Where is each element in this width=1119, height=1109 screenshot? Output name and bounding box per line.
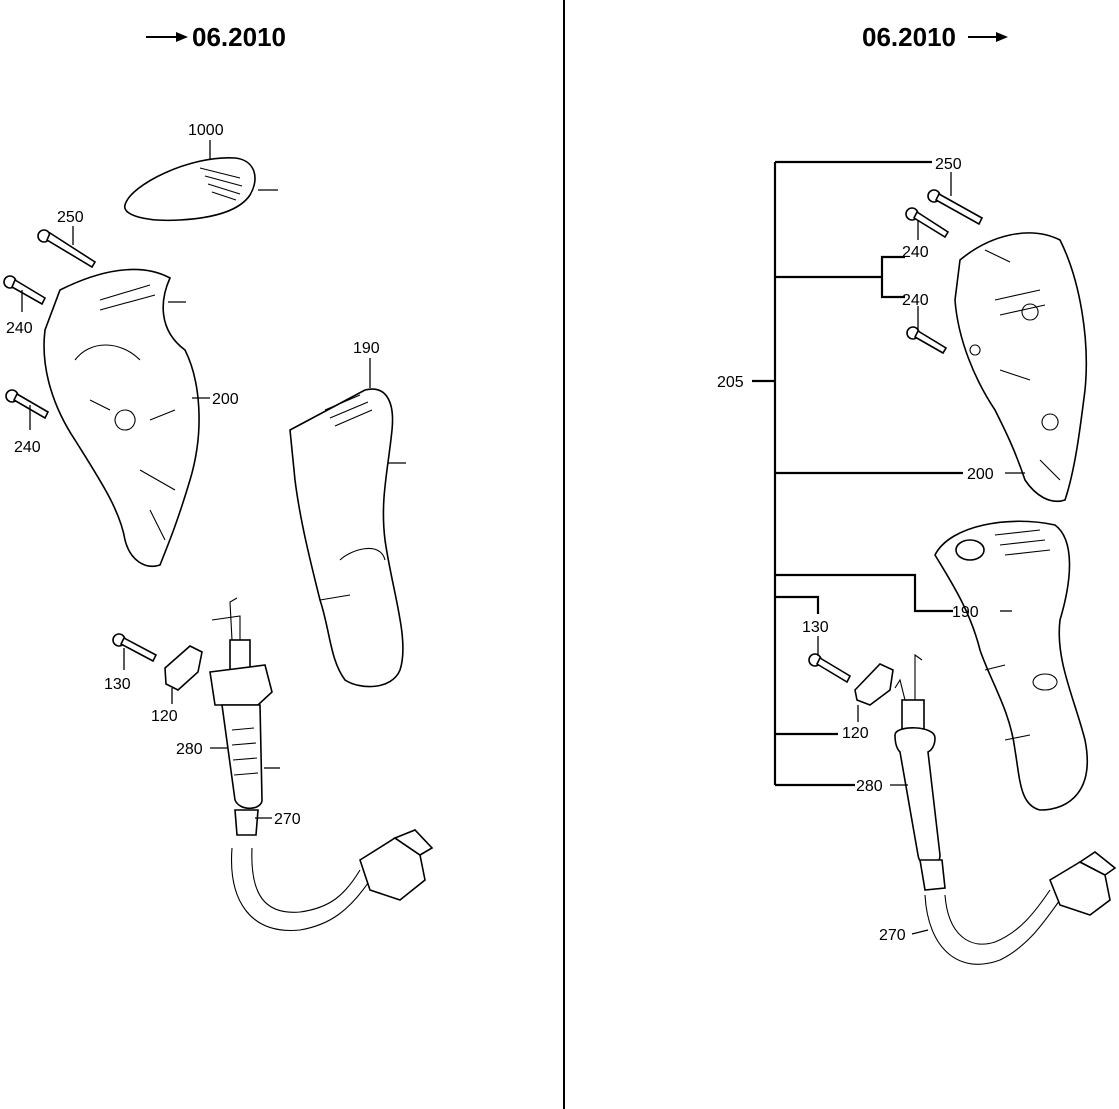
left-screw-240b	[5, 389, 50, 430]
label-270: 270	[879, 927, 906, 944]
left-handle-part	[289, 358, 406, 688]
left-cover-part	[124, 140, 278, 222]
label-130: 130	[104, 676, 131, 693]
left-header: 06.2010	[146, 22, 286, 52]
right-assembly-bracket	[752, 160, 963, 787]
right-screw-240b	[906, 306, 948, 355]
label-240: 240	[902, 292, 929, 309]
right-power-cable-part	[911, 851, 1117, 965]
left-screw-240a	[3, 275, 47, 312]
left-housing-half-part	[43, 268, 210, 567]
label-190: 190	[952, 604, 979, 621]
right-date-header: 06.2010	[862, 22, 956, 52]
label-200: 200	[212, 391, 239, 408]
label-240: 240	[6, 320, 33, 337]
right-housing-half-part	[954, 232, 1088, 502]
label-250: 250	[935, 156, 962, 173]
right-screw-240a	[905, 207, 950, 240]
left-cable-clamp-120	[164, 645, 203, 704]
left-date-header: 06.2010	[192, 22, 286, 52]
left-screw-250	[37, 226, 97, 269]
right-cable-clamp-120	[854, 663, 894, 722]
label-240: 240	[14, 439, 41, 456]
label-250: 250	[57, 209, 84, 226]
right-handle-part	[934, 520, 1088, 811]
arrow-right-icon	[968, 32, 1008, 42]
label-280: 280	[176, 741, 203, 758]
arrow-right-icon	[146, 32, 188, 42]
label-240: 240	[902, 244, 929, 261]
right-screw-250	[927, 172, 984, 226]
label-270: 270	[274, 811, 301, 828]
label-130: 130	[802, 619, 829, 636]
label-190: 190	[353, 340, 380, 357]
label-205: 205	[717, 374, 744, 391]
right-clamp-screw-130	[808, 636, 852, 684]
left-clamp-screw-130	[112, 633, 158, 670]
label-1000: 1000	[188, 122, 224, 139]
label-120: 120	[842, 725, 869, 742]
right-cable-sleeve-part	[890, 653, 941, 868]
label-280: 280	[856, 778, 883, 795]
label-200: 200	[967, 466, 994, 483]
left-cable-sleeve-part	[209, 597, 280, 810]
label-120: 120	[151, 708, 178, 725]
right-header: 06.2010	[862, 22, 1008, 52]
left-power-cable-part	[230, 809, 434, 931]
